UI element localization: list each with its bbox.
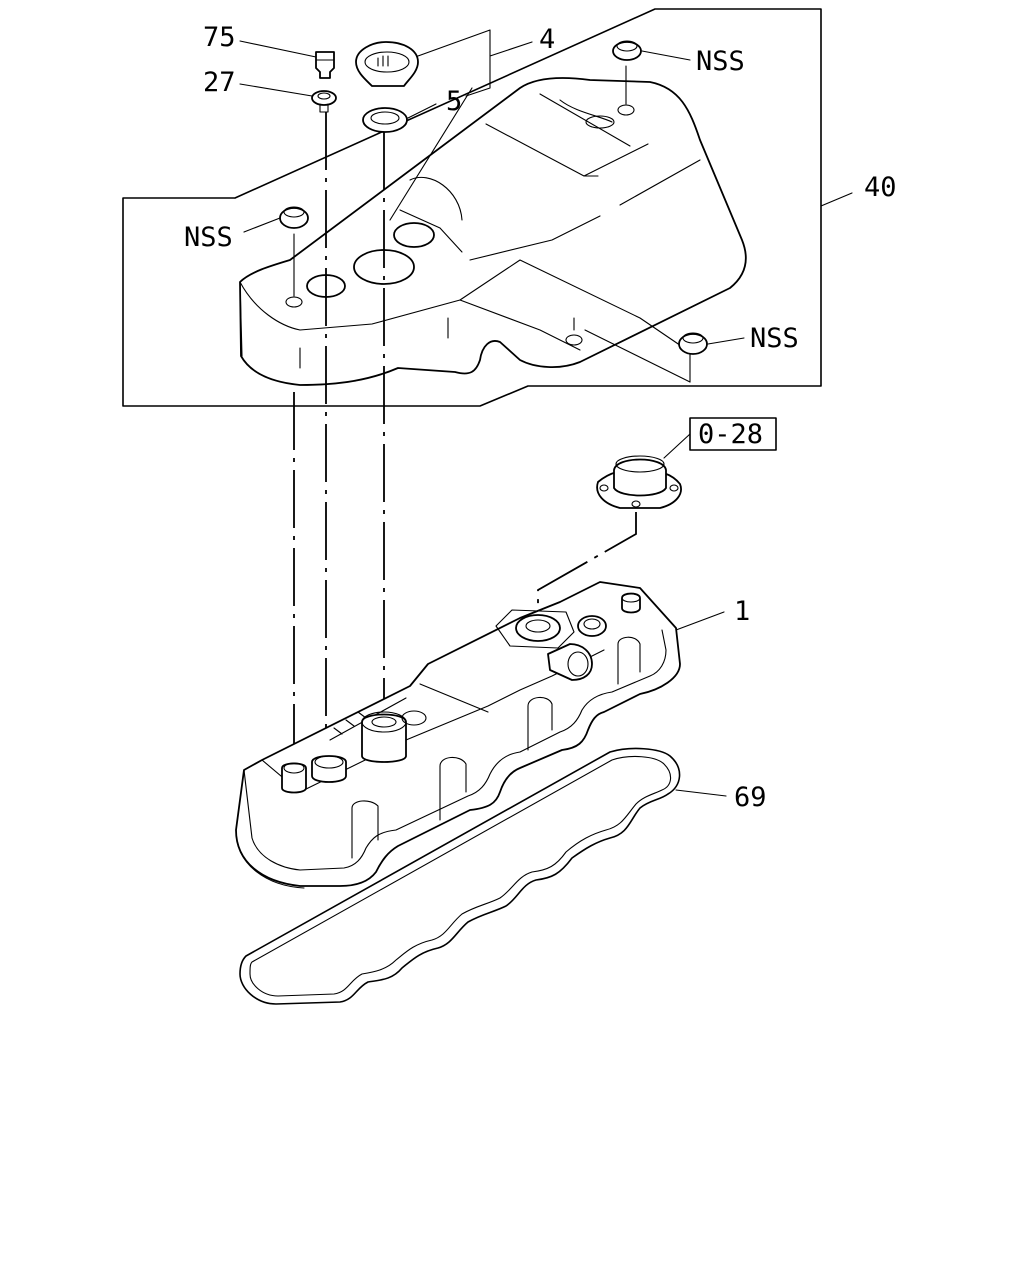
label-reference: 0-28 (698, 419, 763, 450)
leader-4 (489, 41, 533, 57)
leader-40 (820, 192, 853, 207)
leader-5 (407, 103, 437, 119)
grommet-nss-right (678, 332, 708, 355)
bracket-4 (417, 29, 491, 97)
label-part-27: 27 (203, 67, 236, 98)
label-part-5: 5 (446, 86, 462, 117)
gasket-69 (239, 747, 681, 1005)
leader-27 (239, 83, 313, 97)
leader-nss-right (707, 337, 745, 345)
grommet-nss-left (279, 206, 309, 297)
cover-assembly-40 (239, 77, 747, 386)
valve-cover-1 (235, 581, 681, 889)
bolt-75 (315, 51, 335, 79)
leader-nss-top (641, 50, 691, 61)
assembly-bracket-40 (122, 8, 822, 407)
oil-filler-cap-4 (355, 41, 419, 87)
label-nss-right: NSS (750, 323, 799, 354)
label-nss-left: NSS (184, 222, 233, 253)
leader-75 (239, 40, 317, 58)
leader-1 (675, 611, 725, 631)
label-nss-top: NSS (696, 46, 745, 77)
leader-69 (675, 789, 727, 797)
label-part-4: 4 (539, 24, 555, 55)
label-part-75: 75 (203, 22, 236, 53)
pcv-valve (596, 455, 682, 509)
label-part-69: 69 (734, 782, 767, 813)
grommet-nss-top (612, 40, 642, 105)
assembly-line-d (537, 512, 637, 622)
label-part-40: 40 (864, 172, 897, 203)
leader-ref (663, 433, 691, 459)
label-part-1: 1 (734, 596, 750, 627)
gasket-5 (362, 107, 408, 133)
leader-nss-left (243, 217, 281, 233)
washer-27 (311, 90, 337, 113)
